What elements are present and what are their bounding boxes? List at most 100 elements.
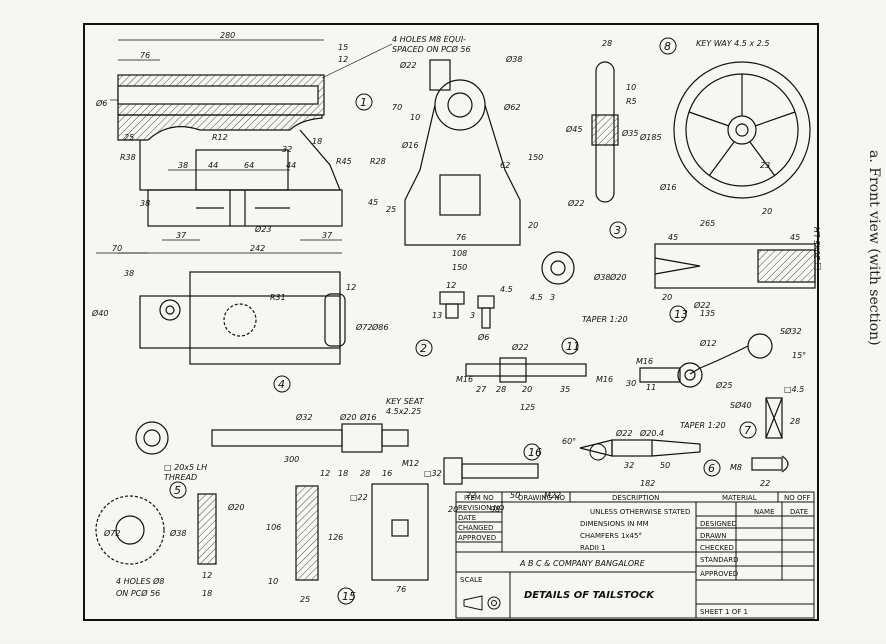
- p19-60deg: 60°: [562, 437, 576, 446]
- dim-r38: R38: [120, 153, 136, 162]
- part-number-5: 5: [174, 484, 181, 497]
- b-d86: Ø86: [371, 322, 388, 332]
- p10-25: 25: [300, 595, 310, 604]
- note-holes-m8-1: 4 HOLES M8 EQUI-: [392, 35, 466, 44]
- p1-20: 20: [528, 221, 538, 230]
- dim-25: 25: [124, 133, 134, 142]
- part-1-bracket: [404, 59, 521, 246]
- p5-18: 18: [202, 589, 212, 598]
- p13-m16: M16: [636, 357, 653, 366]
- part-number-15: 15: [342, 590, 356, 603]
- p1-25: 25: [386, 205, 396, 214]
- p1-10: 10: [410, 113, 420, 122]
- b-d72: Ø72: [355, 322, 372, 332]
- tb-changed: CHANGED: [458, 524, 493, 532]
- dim-32: 32: [282, 145, 292, 154]
- p8-10: 10: [626, 83, 636, 92]
- p8-d16: Ø16: [659, 182, 676, 192]
- dim-280: 280: [220, 31, 235, 40]
- part-5-flange: [95, 493, 217, 565]
- p13-11: 11: [646, 383, 656, 392]
- p8-28: 28: [602, 39, 612, 48]
- p10-76: 76: [396, 585, 406, 594]
- tb-date: DATE: [458, 514, 476, 522]
- tb-approved: APPROVED: [458, 534, 496, 542]
- p8-d35: Ø35: [621, 128, 638, 138]
- p2-12: 12: [446, 281, 456, 290]
- tb-company: A B C & COMPANY BANGALORE: [519, 559, 646, 568]
- part-16-bolt: [443, 457, 539, 485]
- p6-22: 22: [760, 479, 770, 488]
- tb-sheet: SHEET 1 OF 1: [700, 608, 748, 616]
- note-thread-b-2: THREAD: [164, 473, 197, 482]
- p4-m12: M12: [402, 459, 419, 468]
- b-r31: R31: [270, 293, 286, 302]
- p13-s32: SØ32: [780, 326, 802, 336]
- p8-d45: Ø45: [565, 124, 582, 134]
- tb-material: MATERIAL: [722, 494, 757, 502]
- note-taper-b: TAPER 1:20: [680, 421, 726, 430]
- p1-45: 45: [368, 198, 378, 207]
- dim-76: 76: [140, 51, 150, 60]
- note-thread-a-1: □ 20x5 LH: [813, 227, 822, 270]
- part-11-screw: [465, 357, 587, 383]
- part-2-pins: [439, 291, 495, 329]
- p13-135: 135: [700, 309, 715, 318]
- dim-15: 15: [338, 43, 348, 52]
- p8-23: 23: [760, 161, 770, 170]
- p11-27: 27: [476, 385, 487, 394]
- tb-dims-mm: DIMENSIONS IN MM: [580, 520, 649, 528]
- p4-d32: Ø32: [295, 412, 312, 422]
- p4-18: 18: [338, 469, 348, 478]
- p16-32: □32: [424, 469, 442, 478]
- p2-d6: Ø6: [477, 332, 489, 342]
- tb-standard: STANDARD: [700, 556, 739, 564]
- p16-98: 98: [490, 505, 500, 514]
- p3-45b: 45: [790, 233, 800, 242]
- p1-d38: Ø38: [505, 54, 522, 64]
- dim-242: 242: [250, 244, 265, 253]
- note-keyseat-2: 4.5x2.25: [386, 407, 421, 416]
- tb-name: NAME: [754, 508, 775, 516]
- p13-d12: Ø12: [699, 338, 716, 348]
- b-12: 12: [346, 283, 356, 292]
- p13-15deg: 15°: [792, 351, 806, 360]
- p11-28: 28: [496, 385, 506, 394]
- p16-20: 20: [448, 505, 458, 514]
- p11-m16b: M16: [596, 375, 613, 384]
- projection-symbol: [463, 595, 501, 611]
- p1-70: 70: [392, 103, 402, 112]
- tb-drawn: DRAWN: [700, 532, 727, 540]
- part-number-4: 4: [278, 378, 285, 391]
- tb-radii: RADII 1: [580, 544, 606, 552]
- tb-designed: DESIGNED: [700, 520, 737, 528]
- p11-125: 125: [520, 403, 535, 412]
- p8-d185: Ø185: [639, 132, 662, 142]
- tb-date2: DATE: [790, 508, 808, 516]
- dim-37b: 37: [322, 231, 333, 240]
- p19-d22: Ø22: [615, 428, 632, 438]
- p3-265: 265: [700, 219, 715, 228]
- note-taper-a: TAPER 1:20: [582, 315, 628, 324]
- part-number-6: 6: [708, 462, 715, 475]
- p4-d16: Ø16: [359, 412, 376, 422]
- tb-revision: REVISION NO: [458, 504, 505, 512]
- b-38: 38: [124, 269, 134, 278]
- p3-d38: Ø38: [593, 272, 610, 282]
- part-8-handwheel-front: [673, 61, 811, 199]
- p10-22: □22: [350, 493, 368, 502]
- side-note: a. Front view (with section): [864, 150, 884, 410]
- p2-4.5: 4.5: [500, 285, 513, 294]
- tb-unless: UNLESS OTHERWISE STATED: [590, 508, 690, 516]
- p3-d22: Ø22: [693, 300, 710, 310]
- dim-d6: Ø6: [95, 98, 107, 108]
- p6-m8: M8: [730, 463, 742, 472]
- p16-22: 22: [466, 491, 476, 500]
- part-number-7: 7: [744, 424, 751, 437]
- dim-70: 70: [112, 244, 122, 253]
- tb-drawing-no: DRAWING NO: [518, 494, 565, 502]
- p3-45a: 45: [668, 233, 678, 242]
- note-holes-d8-2: ON PCØ 56: [116, 588, 160, 598]
- title-block: [455, 491, 815, 619]
